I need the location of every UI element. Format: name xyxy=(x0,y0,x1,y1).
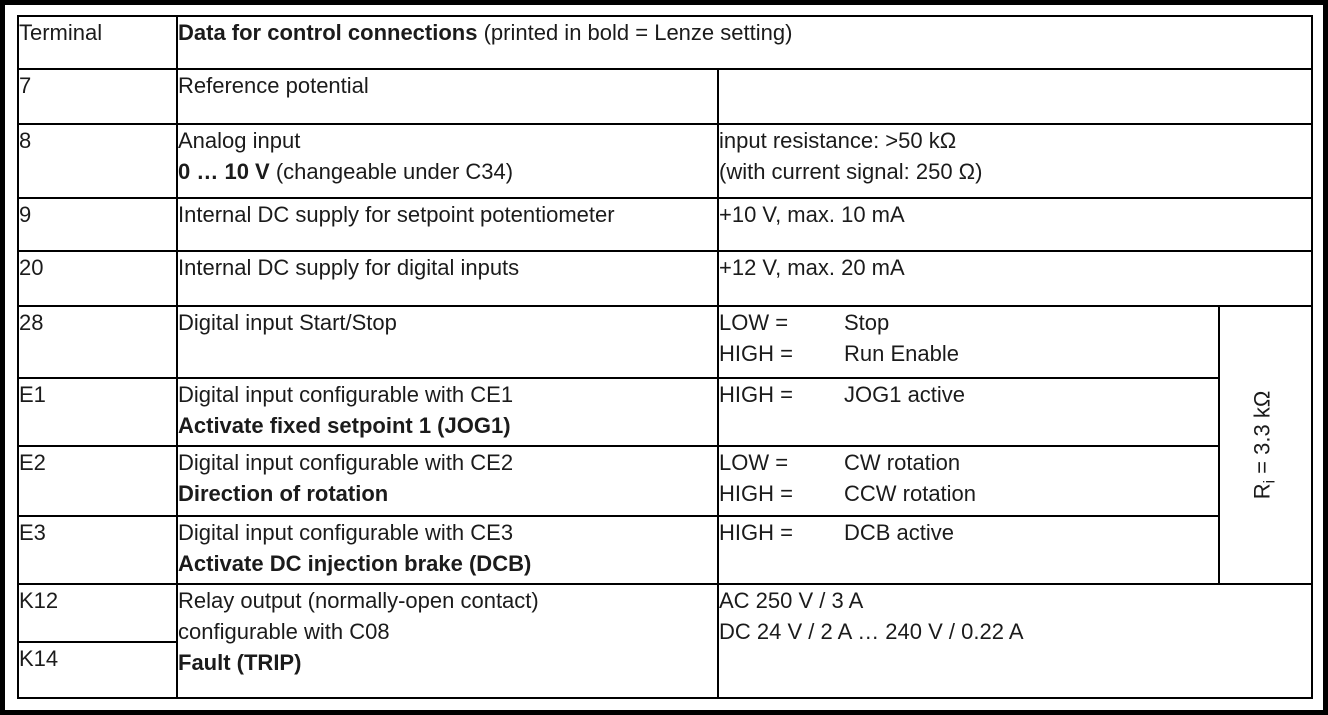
resistance-symbol: R xyxy=(1248,483,1274,500)
value-cell-9: +10 V, max. 10 mA xyxy=(717,197,1313,252)
terminal-cell-20: 20 xyxy=(17,250,178,307)
description-line: 0 … 10 V (changeable under C34) xyxy=(178,156,717,187)
description-line: configurable with C08 xyxy=(178,619,390,644)
state-line: HIGH = CCW rotation xyxy=(719,478,1218,509)
description-normal-text: (changeable under C34) xyxy=(269,159,514,184)
description-line: Digital input configurable with CE2 xyxy=(178,450,514,475)
state-line: LOW = CW rotation xyxy=(719,447,1218,478)
value-cell-7-empty xyxy=(717,68,1313,125)
value-line: DC 24 V / 2 A … 240 V / 0.22 A xyxy=(719,619,1024,644)
resistance-subscript: i xyxy=(1261,479,1279,484)
signal-level-label: HIGH = xyxy=(719,520,793,545)
value-line: +10 V, max. 10 mA xyxy=(719,202,905,227)
terminal-cell-k14: K14 xyxy=(17,641,178,699)
data-header-normal-text: (printed in bold = Lenze setting) xyxy=(477,20,793,45)
terminal-cell-e3: E3 xyxy=(17,515,178,585)
description-cell-20: Internal DC supply for digital inputs xyxy=(176,250,719,307)
table-row: 28 Digital input Start/Stop LOW = Stop HI… xyxy=(17,305,1313,585)
signal-level-label: LOW = xyxy=(719,310,789,335)
value-line: +12 V, max. 20 mA xyxy=(719,255,905,280)
state-line: HIGH = JOG1 active xyxy=(719,379,1218,410)
signal-meaning: DCB active xyxy=(844,520,955,545)
description-line: Internal DC supply for digital inputs xyxy=(178,255,520,280)
description-line: Digital input Start/Stop xyxy=(178,310,397,335)
description-cell-e2: Digital input configurable with CE2 Dire… xyxy=(176,445,719,517)
lenze-setting-text: Activate fixed setpoint 1 (JOG1) xyxy=(178,413,511,438)
resistance-value: = 3.3 kΩ xyxy=(1248,390,1274,480)
signal-meaning: Stop xyxy=(844,310,890,335)
signal-meaning: Run Enable xyxy=(844,341,959,366)
description-cell-k12-k14: Relay output (normally-open contact) con… xyxy=(176,583,719,699)
description-cell-8: Analog input 0 … 10 V (changeable under … xyxy=(176,123,719,199)
lenze-setting-text: Activate DC injection brake (DCB) xyxy=(178,551,532,576)
table-row: K14 xyxy=(17,641,1312,699)
description-cell-9: Internal DC supply for setpoint potentio… xyxy=(176,197,719,252)
table-row: 20 Internal DC supply for digital inputs… xyxy=(17,250,1313,307)
table-header-row: Terminal Data for control connections (p… xyxy=(17,15,1313,70)
signal-states-cell-e1: HIGH = JOG1 active xyxy=(717,377,1220,447)
terminal-cell-8: 8 xyxy=(17,123,178,199)
table-row: E2 Digital input configurable with CE2 D… xyxy=(17,445,1312,517)
signal-meaning: JOG1 active xyxy=(844,382,966,407)
description-cell-e3: Digital input configurable with CE3 Acti… xyxy=(176,515,719,585)
description-line: Internal DC supply for setpoint potentio… xyxy=(178,202,615,227)
terminal-cell-7: 7 xyxy=(17,68,178,125)
data-column-header: Data for control connections (printed in… xyxy=(176,15,1313,70)
description-cell-7: Reference potential xyxy=(176,68,719,125)
value-cell-8: input resistance: >50 kΩ (with current s… xyxy=(717,123,1313,199)
table-row: 9 Internal DC supply for setpoint potent… xyxy=(17,197,1313,252)
signal-states-cell-28: LOW = Stop HIGH = Run Enable xyxy=(717,305,1220,379)
signal-meaning: CCW rotation xyxy=(844,481,977,506)
lenze-setting-text: Direction of rotation xyxy=(178,481,389,506)
description-line: Analog input xyxy=(178,128,301,153)
description-cell-e1: Digital input configurable with CE1 Acti… xyxy=(176,377,719,447)
table-row: K12 Relay output (normally-open contact)… xyxy=(17,583,1313,699)
internal-resistance-cell: Ri = 3.3 kΩ xyxy=(1218,305,1313,585)
table-row: E3 Digital input configurable with CE3 A… xyxy=(17,515,1312,585)
description-cell-28: Digital input Start/Stop xyxy=(176,305,719,379)
value-line: AC 250 V / 3 A xyxy=(719,588,864,613)
description-line: Relay output (normally-open contact) xyxy=(178,588,539,613)
table-row: 7 Reference potential xyxy=(17,68,1313,125)
internal-resistance-label: Ri = 3.3 kΩ xyxy=(1246,391,1285,500)
state-line: LOW = Stop xyxy=(719,307,1218,338)
signal-level-label: HIGH = xyxy=(719,481,793,506)
description-line: Digital input configurable with CE1 xyxy=(178,382,514,407)
value-line: (with current signal: 250 Ω) xyxy=(719,159,983,184)
table-row: E1 Digital input configurable with CE1 A… xyxy=(17,377,1312,447)
description-line: Digital input configurable with CE3 xyxy=(178,520,514,545)
table-row: 8 Analog input 0 … 10 V (changeable unde… xyxy=(17,123,1313,199)
control-connections-table: Terminal Data for control connections (p… xyxy=(17,15,1313,699)
terminal-cell-28: 28 xyxy=(17,305,178,379)
terminal-cell-k12: K12 xyxy=(17,583,178,643)
terminal-column-header: Terminal xyxy=(17,15,178,70)
data-header-bold-text: Data for control connections xyxy=(178,20,478,45)
terminal-cell-e2: E2 xyxy=(17,445,178,517)
signal-level-label: HIGH = xyxy=(719,382,793,407)
terminal-cell-e1: E1 xyxy=(17,377,178,447)
state-line: HIGH = DCB active xyxy=(719,517,1218,548)
value-cell-k12-k14: AC 250 V / 3 A DC 24 V / 2 A … 240 V / 0… xyxy=(717,583,1313,699)
signal-meaning: CW rotation xyxy=(844,450,961,475)
lenze-setting-text: Fault (TRIP) xyxy=(178,650,302,675)
description-line: Reference potential xyxy=(178,73,369,98)
terminal-cell-9: 9 xyxy=(17,197,178,252)
signal-states-cell-e2: LOW = CW rotation HIGH = CCW rotation xyxy=(717,445,1220,517)
signal-level-label: LOW = xyxy=(719,450,789,475)
state-line: HIGH = Run Enable xyxy=(719,338,1218,369)
value-cell-20: +12 V, max. 20 mA xyxy=(717,250,1313,307)
signal-level-label: HIGH = xyxy=(719,341,793,366)
value-line: input resistance: >50 kΩ xyxy=(719,128,957,153)
lenze-setting-text: 0 … 10 V xyxy=(178,159,270,184)
signal-states-cell-e3: HIGH = DCB active xyxy=(717,515,1220,585)
